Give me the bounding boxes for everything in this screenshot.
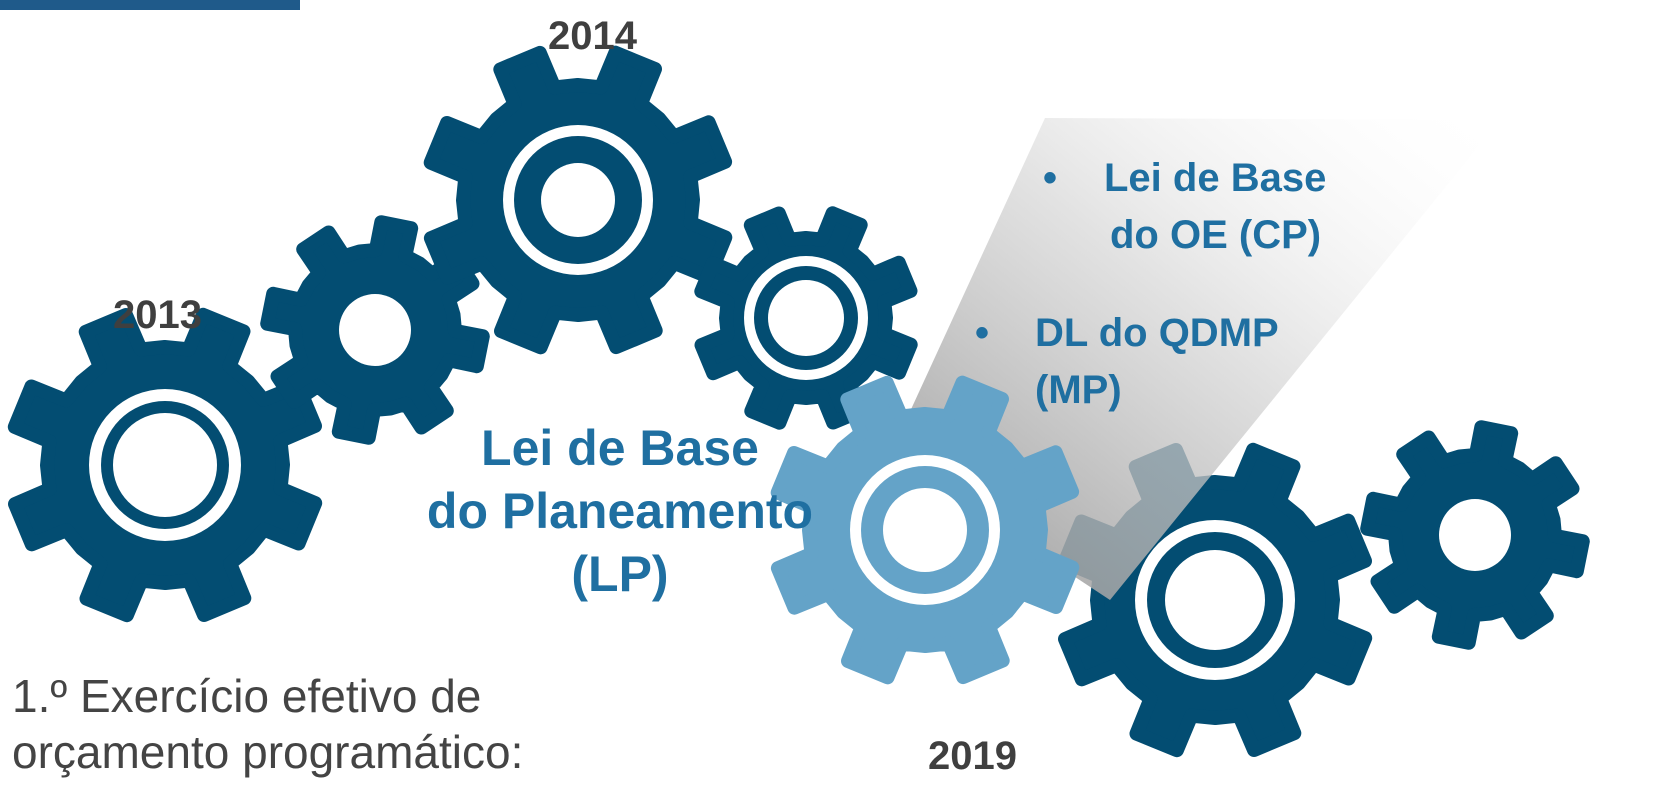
bullet-1-line-1: Lei de Base: [1104, 156, 1327, 200]
year-2013-label: 2013: [113, 293, 202, 337]
gear-small-left: [260, 215, 490, 445]
gear-hole: [1439, 499, 1511, 571]
gear-hole: [113, 413, 217, 517]
gear-hole: [339, 294, 411, 366]
center-label-line-3: (LP): [571, 546, 669, 602]
caption-line-1: 1.º Exercício efetivo de: [12, 670, 482, 722]
center-label-line-1: Lei de Base: [481, 420, 759, 476]
caption-line-2: orçamento programático:: [12, 726, 524, 778]
bullet-symbol: •: [1043, 156, 1058, 200]
gear-2013: [7, 307, 323, 623]
bullet-symbol: •: [975, 311, 990, 355]
gear-hole: [1165, 550, 1265, 650]
caption: 1.º Exercício efetivo de orçamento progr…: [12, 668, 523, 780]
bullet-2-line-2: (MP): [1035, 368, 1122, 412]
gear-2014: [423, 45, 733, 355]
gear-hole: [541, 163, 615, 237]
year-2019-label: 2019: [928, 734, 1017, 778]
gear-hole: [768, 280, 844, 356]
year-2014-label: 2014: [548, 14, 637, 58]
center-label-line-2: do Planeamento: [426, 483, 814, 539]
bullet-1-line-2: do OE (CP): [1110, 213, 1322, 257]
header-bar-fragment: [0, 0, 300, 10]
gear-hole: [883, 488, 967, 572]
gear-2019-highlight: [770, 375, 1080, 685]
gear-right-large: [1057, 442, 1373, 758]
center-label: Lei de Base do Planeamento (LP): [400, 417, 840, 606]
bullet-2-line-1: DL do QDMP: [1035, 311, 1279, 355]
gear-right-small: [1360, 420, 1590, 650]
